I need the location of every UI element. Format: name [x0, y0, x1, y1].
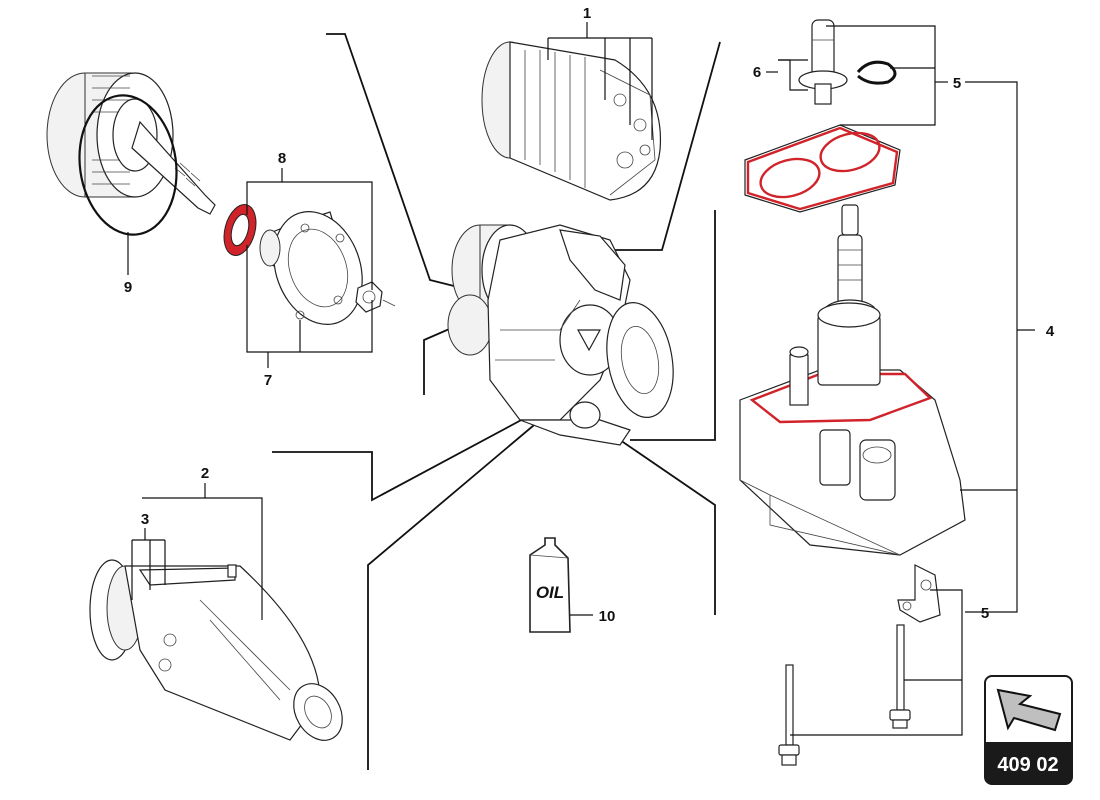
callout-2: 2: [201, 465, 209, 482]
nav-badge-label: 409 02: [997, 754, 1058, 776]
callout-5-upper: 5: [953, 75, 961, 92]
seal-ring-red: [223, 204, 257, 256]
callout-5-lower: 5: [981, 605, 989, 622]
part-main-assembly: [447, 224, 674, 446]
leader-lines: [127, 22, 1035, 736]
oil-bottle-icon: OIL: [529, 537, 571, 633]
part-flange-yoke: [259, 211, 363, 325]
part-valve-housing: [739, 302, 966, 556]
part-nut: [355, 281, 396, 313]
part-clutch-drum: [46, 72, 216, 215]
callout-labels: 1 8 9 7 2 3 6 5 4 5 10: [124, 5, 1055, 625]
part-bolt-short: [778, 664, 800, 766]
callout-9: 9: [124, 279, 132, 296]
nav-badge-409-02[interactable]: 409 02: [984, 675, 1073, 785]
oil-label: OIL: [536, 583, 564, 602]
part-bolt-long: [889, 624, 911, 729]
callout-7: 7: [264, 372, 272, 389]
callout-3: 3: [141, 511, 149, 528]
callout-8: 8: [278, 150, 286, 167]
callout-4: 4: [1046, 323, 1055, 340]
part-electric-motor: [89, 559, 343, 741]
part-filter-cartridge: [481, 41, 662, 201]
callout-6: 6: [753, 64, 761, 81]
arrow-up-left-icon: [996, 688, 1062, 732]
section-frame-lines: [272, 33, 721, 770]
part-bracket: [897, 564, 941, 623]
gasket-upper: [744, 124, 901, 213]
part-shaft-pin: [798, 19, 848, 105]
o-ring: [78, 94, 178, 236]
callout-10: 10: [599, 608, 616, 625]
part-circlip: [856, 60, 897, 85]
callout-1: 1: [583, 5, 591, 22]
